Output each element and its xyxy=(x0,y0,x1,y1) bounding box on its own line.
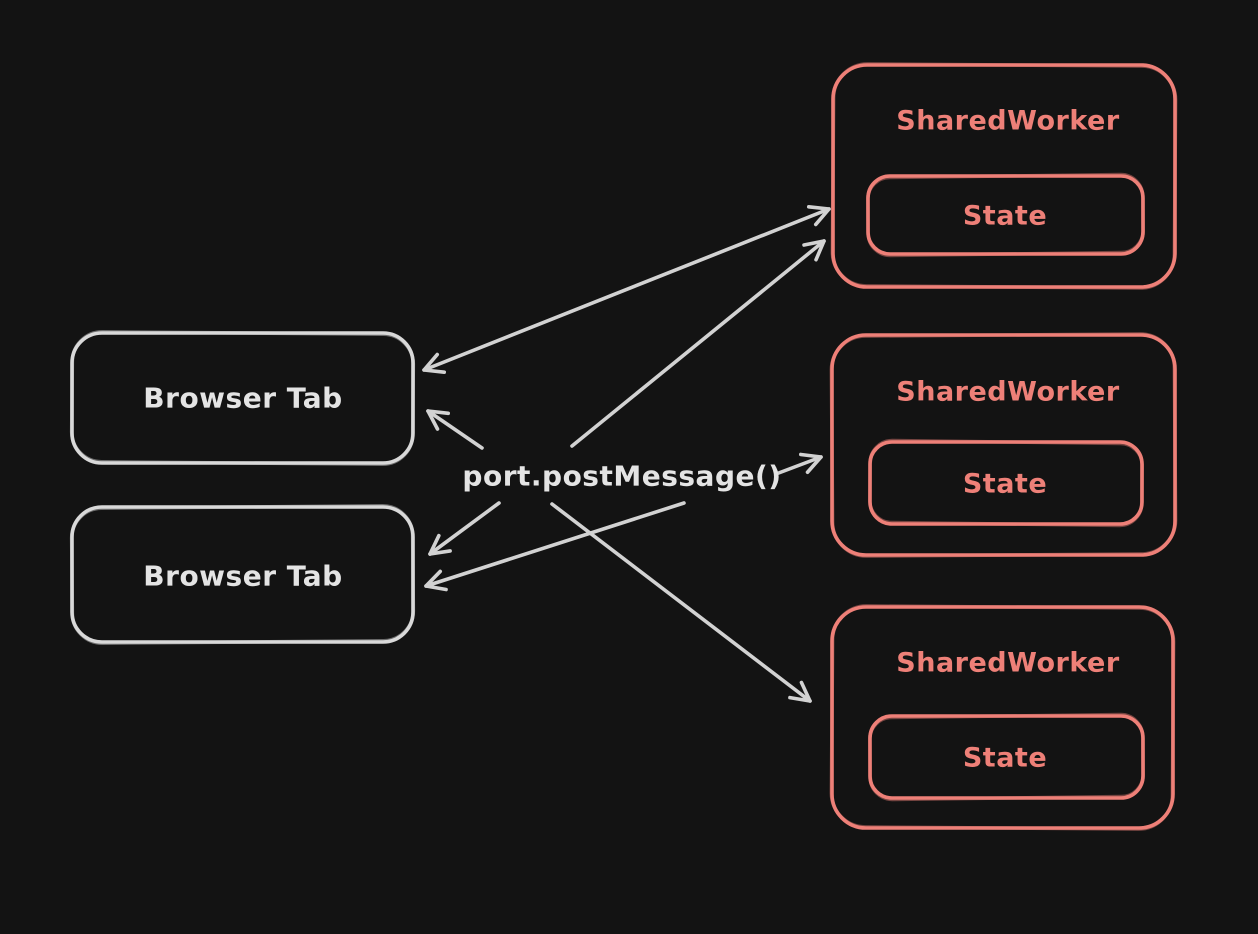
state-box-2-sketch xyxy=(867,438,1145,528)
state-box-1 xyxy=(866,174,1145,256)
arrow-label-to-tab2-lower xyxy=(424,501,686,592)
state-box-3 xyxy=(868,714,1145,800)
state-box-3-sketch xyxy=(867,712,1146,802)
browser-tab-1-box-sketch xyxy=(69,329,416,467)
browser-tab-2-label: Browser Tab xyxy=(143,560,342,593)
shared-worker-3-label: SharedWorker xyxy=(896,648,1120,679)
state-label-1: State xyxy=(963,201,1047,232)
shared-worker-2-box-sketch xyxy=(829,332,1178,558)
browser-tab-2-box-sketch xyxy=(69,503,416,646)
shared-worker-3-box xyxy=(830,605,1175,830)
shared-worker-1-box-sketch xyxy=(830,62,1178,290)
shared-worker-2-label: SharedWorker xyxy=(896,377,1120,408)
state-label-3: State xyxy=(963,743,1047,774)
browser-tab-2-box xyxy=(70,505,415,644)
shared-worker-1-label: SharedWorker xyxy=(896,106,1120,137)
shared-worker-3-box-sketch xyxy=(829,604,1176,831)
shared-worker-2: SharedWorker State xyxy=(829,332,1178,558)
browser-tab-1-box xyxy=(70,331,415,465)
state-label-2: State xyxy=(963,469,1047,500)
state-box-2 xyxy=(868,440,1144,526)
arrow-tab1-worker1-bidirectional xyxy=(422,205,831,374)
browser-tab-1: Browser Tab xyxy=(69,329,416,467)
shared-worker-1: SharedWorker State xyxy=(830,62,1178,290)
port-postmessage-label: port.postMessage() xyxy=(462,460,781,493)
arrow-label-to-worker3 xyxy=(550,502,812,703)
shared-worker-3: SharedWorker State xyxy=(829,604,1176,831)
arrow-label-to-tab2-upper xyxy=(428,501,501,556)
shared-worker-2-box xyxy=(830,333,1177,557)
arrow-label-to-tab1 xyxy=(426,409,484,450)
state-box-1-sketch xyxy=(866,172,1145,258)
browser-tab-1-label: Browser Tab xyxy=(143,382,342,415)
shared-worker-1-box xyxy=(831,63,1177,289)
browser-tab-2: Browser Tab xyxy=(69,503,416,646)
arrow-label-to-worker2 xyxy=(774,452,823,476)
arrow-label-to-worker1 xyxy=(570,239,826,448)
